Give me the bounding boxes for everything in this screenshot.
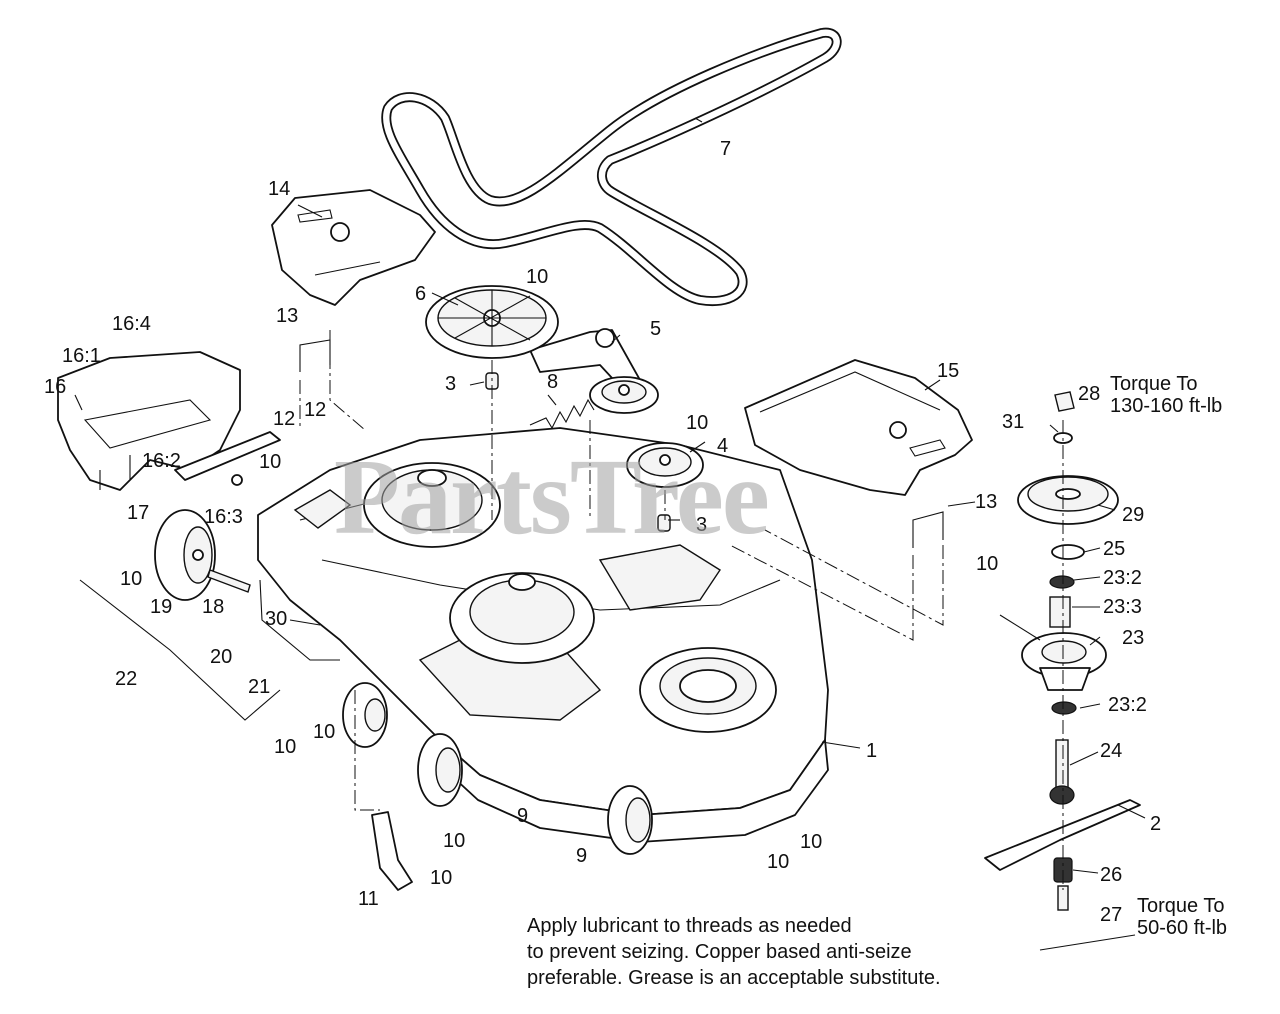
callout-31: 31	[1002, 411, 1024, 433]
drive-belt[interactable]	[381, 27, 842, 307]
callout-16-4: 16:4	[112, 313, 151, 335]
callout-labels: 7 14 6 10 5 13 16:4 16:1 16 8 3 15 10 4 …	[44, 138, 1161, 926]
callout-15: 15	[937, 360, 959, 382]
torque-note-upper-line1: Torque To	[1110, 373, 1198, 395]
callout-16-1: 16:1	[62, 345, 101, 367]
torque-note-upper-line2: 130-160 ft-lb	[1110, 395, 1223, 417]
spindle-bearing-spacer	[1049, 596, 1071, 628]
callout-28: 28	[1078, 383, 1100, 405]
u-bolt-right	[912, 511, 944, 548]
callout-10-deck-b: 10	[313, 721, 335, 743]
spindle-shaft[interactable]	[1049, 739, 1075, 805]
callout-10-bottom-a: 10	[800, 831, 822, 853]
idler-arm[interactable]	[529, 328, 641, 393]
mower-blade[interactable]	[984, 799, 1141, 871]
callout-9-b: 9	[576, 845, 587, 867]
callout-10-top: 10	[526, 266, 548, 288]
deck-gauge-wheel-right	[607, 785, 653, 855]
lubricant-note-line-2: to prevent seizing. Copper based anti-se…	[527, 941, 912, 963]
deck-gauge-wheel-left	[417, 733, 463, 807]
callout-10-spindle: 10	[976, 553, 998, 575]
callout-16-2: 16:2	[142, 450, 181, 472]
deck-spindle-right	[639, 647, 777, 733]
callout-26: 26	[1100, 864, 1122, 886]
assembly-leader-lines	[79, 330, 1064, 890]
callout-8: 8	[547, 371, 558, 393]
callout-9-a: 9	[517, 805, 528, 827]
callout-23: 23	[1122, 627, 1144, 649]
front-cover-bracket	[174, 431, 281, 486]
torque-note-lower: Torque To 50-60 ft-lb	[1137, 895, 1227, 939]
callout-leaders	[74, 117, 1146, 951]
callout-18: 18	[202, 596, 224, 618]
torque-note-lower-line1: Torque To	[1137, 895, 1225, 917]
anti-scalp-wheel[interactable]	[154, 509, 216, 601]
callout-13-left: 13	[276, 305, 298, 327]
callout-17: 17	[127, 502, 149, 524]
callout-12-b: 12	[304, 399, 326, 421]
lubricant-note: Apply lubricant to threads as needed to …	[527, 913, 941, 991]
callout-19: 19	[150, 596, 172, 618]
callout-20: 20	[210, 646, 232, 668]
callout-14: 14	[268, 178, 290, 200]
deck-spindle-left	[363, 462, 501, 548]
idler-pulley-flat[interactable]	[626, 442, 704, 488]
torque-note-lower-line2: 50-60 ft-lb	[1137, 917, 1228, 939]
spindle-nut	[1054, 391, 1075, 412]
callout-16: 16	[44, 376, 66, 398]
callout-7: 7	[720, 138, 731, 160]
idler-pulley-upper[interactable]	[589, 376, 659, 414]
callout-25: 25	[1103, 538, 1125, 560]
deck-deflector-skid[interactable]	[371, 811, 413, 891]
callout-12-a: 12	[273, 408, 295, 430]
callout-23-2-upper: 23:2	[1103, 567, 1142, 589]
deck-spindle-center	[449, 572, 595, 664]
callout-30: 30	[265, 608, 287, 630]
callout-10-bracket: 10	[259, 451, 281, 473]
spindle-housing[interactable]	[1021, 632, 1107, 691]
belt-cover-right[interactable]	[744, 359, 973, 496]
lubricant-note-line-3: preferable. Grease is an acceptable subs…	[527, 967, 941, 989]
blade-bolt	[1057, 885, 1069, 911]
callout-21: 21	[248, 676, 270, 698]
deck-roller-front	[342, 682, 388, 748]
belt-cover-left[interactable]	[271, 189, 436, 306]
callout-23-3: 23:3	[1103, 596, 1142, 618]
callout-29: 29	[1122, 504, 1144, 526]
spacer-lower	[657, 514, 671, 532]
callout-2: 2	[1150, 813, 1161, 835]
callout-13-right: 13	[975, 491, 997, 513]
spindle-pulley[interactable]	[1017, 475, 1119, 525]
callout-10-bottom-b: 10	[767, 851, 789, 873]
callout-3-upper: 3	[445, 373, 456, 395]
callout-5: 5	[650, 318, 661, 340]
callout-6: 6	[415, 283, 426, 305]
callout-10-skid-a: 10	[443, 830, 465, 852]
callout-10-deck-a: 10	[274, 736, 296, 758]
callout-10-wheel: 10	[120, 568, 142, 590]
wheel-axle-bolt	[207, 569, 251, 593]
mower-pulley-large[interactable]	[425, 285, 559, 359]
callout-11: 11	[358, 888, 379, 910]
callout-1: 1	[866, 740, 877, 762]
callout-23-2-lower: 23:2	[1108, 694, 1147, 716]
spindle-bearing-upper	[1049, 575, 1075, 589]
callout-10-skid-b: 10	[430, 867, 452, 889]
spindle-bearing-lower	[1051, 701, 1077, 715]
callout-4: 4	[717, 435, 728, 457]
callout-3-lower: 3	[696, 514, 707, 536]
callout-10-mid: 10	[686, 412, 708, 434]
spindle-spacer-washer	[1051, 544, 1085, 560]
u-bolt-left	[299, 339, 331, 372]
callout-24: 24	[1100, 740, 1122, 762]
callout-22: 22	[115, 668, 137, 690]
lubricant-note-line-1: Apply lubricant to threads as needed	[527, 915, 852, 937]
callout-27: 27	[1100, 904, 1122, 926]
torque-note-upper: Torque To 130-160 ft-lb	[1110, 373, 1222, 417]
extension-spring[interactable]	[529, 398, 595, 430]
callout-16-3: 16:3	[204, 506, 243, 528]
